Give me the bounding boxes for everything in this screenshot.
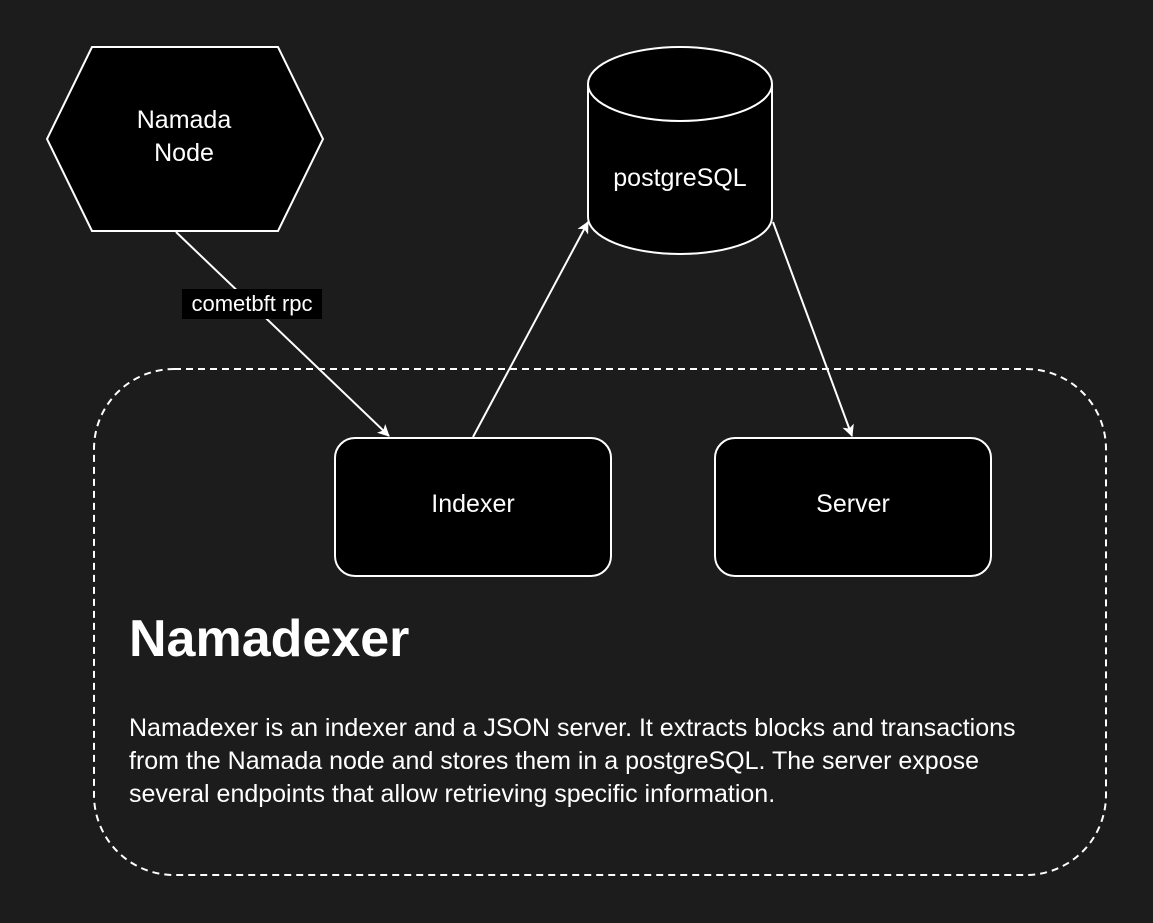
indexer-node[interactable]: Indexer [334, 437, 612, 577]
namadexer-group-boundary [93, 368, 1107, 876]
server-label: Server [816, 490, 890, 518]
postgres-label: postgreSQL [613, 164, 747, 192]
edge-label-cometbft-rpc: cometbft rpc [182, 289, 322, 319]
edge-indexer-to-postgres [472, 221, 589, 438]
group-title: Namadexer [129, 610, 410, 668]
edge-node-to-indexer [175, 231, 390, 437]
edge-label-text: cometbft rpc [191, 291, 312, 316]
cylinder-top [587, 46, 773, 122]
group-description: Namadexer is an indexer and a JSON serve… [129, 714, 1016, 808]
cylinder-body [587, 84, 773, 255]
indexer-box [334, 437, 612, 577]
namada-node-label-line2: Node [154, 139, 214, 167]
hexagon-shape [45, 46, 325, 232]
server-box [714, 437, 992, 577]
edge-postgres-to-server [772, 221, 854, 437]
namada-node[interactable]: Namada Node [45, 46, 325, 232]
server-node[interactable]: Server [714, 437, 992, 577]
indexer-label: Indexer [431, 490, 514, 518]
postgres-database[interactable]: postgreSQL [587, 46, 773, 255]
namada-node-label-line1: Namada [137, 106, 232, 134]
